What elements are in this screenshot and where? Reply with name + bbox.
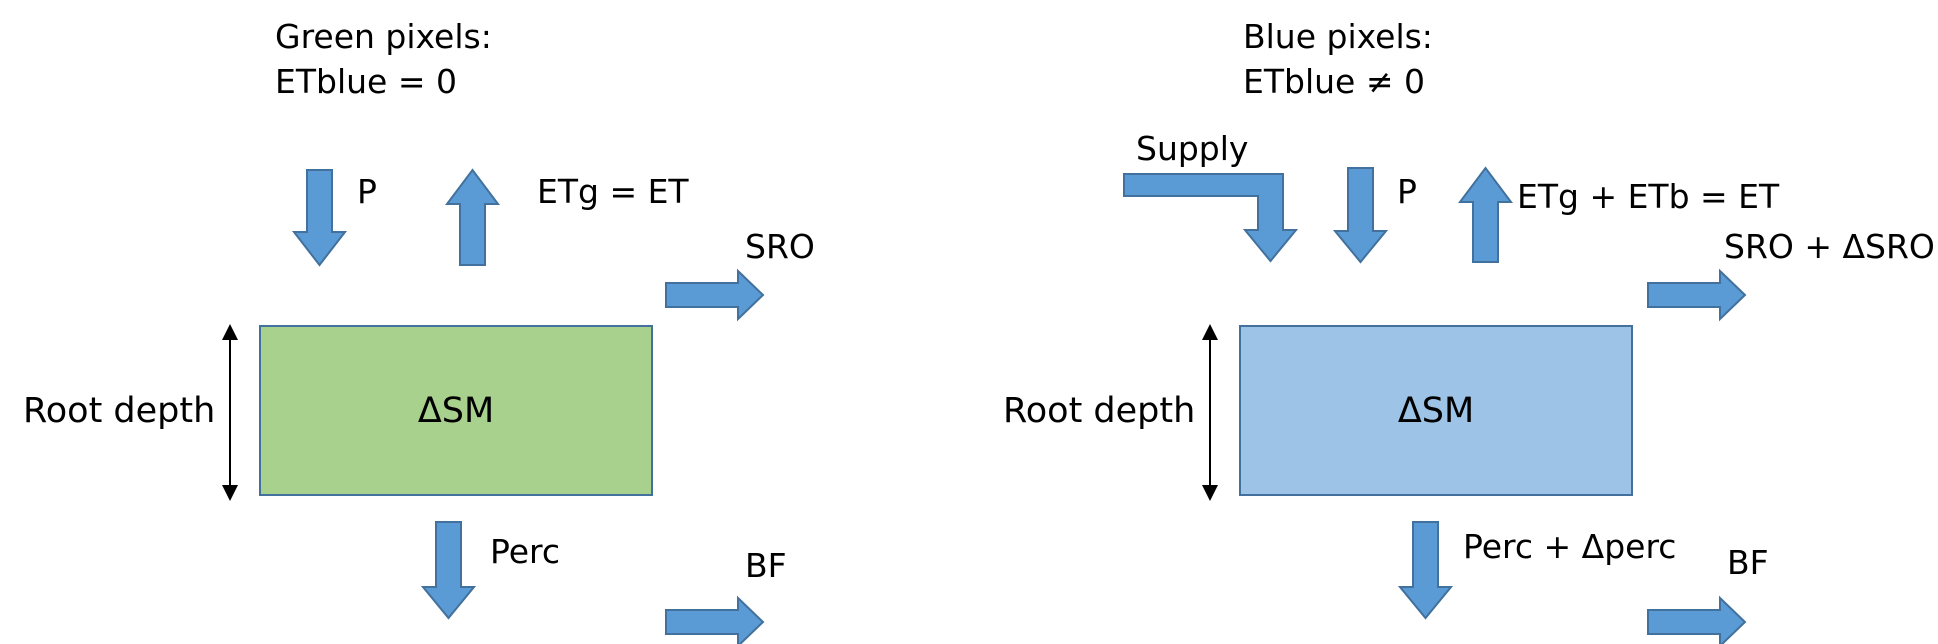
blue-storage-label: ΔSM bbox=[1398, 391, 1474, 431]
blue-et-arrow bbox=[1458, 166, 1513, 263]
green-storage-box bbox=[259, 325, 653, 496]
green-pixels-panel: Green pixels: ETblue = 0 P ETg = ET SRO … bbox=[23, 17, 815, 644]
blue-pixels-panel: Blue pixels: ETblue ≠ 0 Supply P ETg + E… bbox=[1003, 17, 1935, 644]
green-runoff-label: SRO bbox=[745, 227, 815, 266]
green-percolation-arrow bbox=[420, 521, 477, 620]
green-root-depth-label: Root depth bbox=[23, 391, 215, 431]
green-baseflow-arrow bbox=[665, 595, 765, 644]
green-storage-label: ΔSM bbox=[418, 391, 494, 431]
blue-runoff-arrow bbox=[1647, 268, 1747, 322]
blue-precip-label: P bbox=[1397, 172, 1417, 211]
green-title-line1: Green pixels: bbox=[275, 17, 492, 56]
blue-root-depth-label: Root depth bbox=[1003, 391, 1195, 431]
blue-title-line1: Blue pixels: bbox=[1243, 17, 1433, 56]
green-percolation-label: Perc bbox=[490, 532, 560, 571]
blue-storage-box bbox=[1239, 325, 1633, 496]
blue-title-line2: ETblue ≠ 0 bbox=[1243, 62, 1425, 101]
green-title-line2: ETblue = 0 bbox=[275, 62, 457, 101]
blue-runoff-label: SRO + ΔSRO bbox=[1724, 227, 1935, 266]
green-precip-label: P bbox=[357, 172, 377, 211]
blue-supply-label: Supply bbox=[1136, 129, 1248, 168]
blue-precip-arrow bbox=[1332, 167, 1389, 264]
blue-et-label: ETg + ETb = ET bbox=[1517, 177, 1780, 216]
green-et-label: ETg = ET bbox=[537, 172, 689, 211]
blue-baseflow-label: BF bbox=[1727, 543, 1769, 582]
green-precip-arrow bbox=[291, 169, 348, 267]
blue-supply-arrow bbox=[1123, 173, 1299, 263]
green-baseflow-label: BF bbox=[745, 546, 787, 585]
blue-baseflow-arrow bbox=[1647, 595, 1747, 644]
green-runoff-arrow bbox=[665, 268, 765, 322]
blue-percolation-label: Perc + Δperc bbox=[1463, 527, 1676, 566]
blue-percolation-arrow bbox=[1397, 521, 1454, 620]
green-et-arrow bbox=[445, 168, 500, 266]
